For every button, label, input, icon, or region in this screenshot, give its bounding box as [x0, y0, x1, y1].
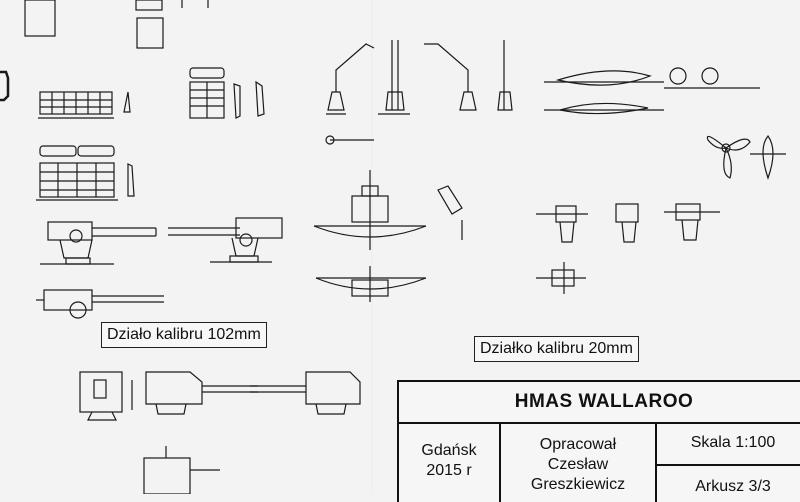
gun-102mm-side-view-right	[168, 217, 283, 263]
gun-platform-front-view	[313, 170, 463, 250]
gun-20mm-label: Działko kalibru 20mm	[474, 336, 639, 362]
locker-drawing	[189, 67, 265, 119]
davit-drawings	[325, 40, 513, 145]
title-block: HMAS WALLAROO Gdańsk 2015 r Opracował Cz…	[397, 380, 800, 502]
gun-102mm-side-view-left	[40, 221, 157, 265]
gun-20mm-drawings	[536, 203, 720, 294]
ship-name: HMAS WALLAROO	[399, 382, 800, 424]
gun-platform-top-view	[315, 266, 427, 302]
place: Gdańsk	[421, 442, 477, 459]
author-caption: Opracował	[539, 436, 617, 453]
railing-drawing	[38, 91, 131, 119]
gun-102mm-label: Działo kalibru 102mm	[101, 322, 267, 348]
author-last-name: Greszkiewicz	[530, 476, 626, 493]
page-fold	[371, 0, 373, 494]
title-block-divider-1	[499, 422, 501, 502]
gun-shield-side-view-right	[250, 371, 361, 415]
ammo-rack-drawing	[36, 145, 135, 201]
gun-shield-side-view-left	[145, 371, 258, 415]
sheet-number: Arkusz 3/3	[695, 478, 771, 495]
author-first-name: Czesław	[547, 456, 609, 473]
propeller-drawings	[706, 135, 786, 180]
title-block-divider-2	[655, 422, 657, 502]
gun-102mm-top-view	[36, 289, 164, 319]
scale: Skala 1:100	[690, 434, 776, 451]
paravane-drawing	[544, 67, 760, 115]
gun-shield-front-view	[79, 371, 133, 421]
gun-breech-fragment	[143, 446, 220, 494]
title-block-divider-3	[657, 464, 800, 466]
top-edge-fragments	[0, 0, 209, 102]
year: 2015 r	[426, 462, 472, 479]
